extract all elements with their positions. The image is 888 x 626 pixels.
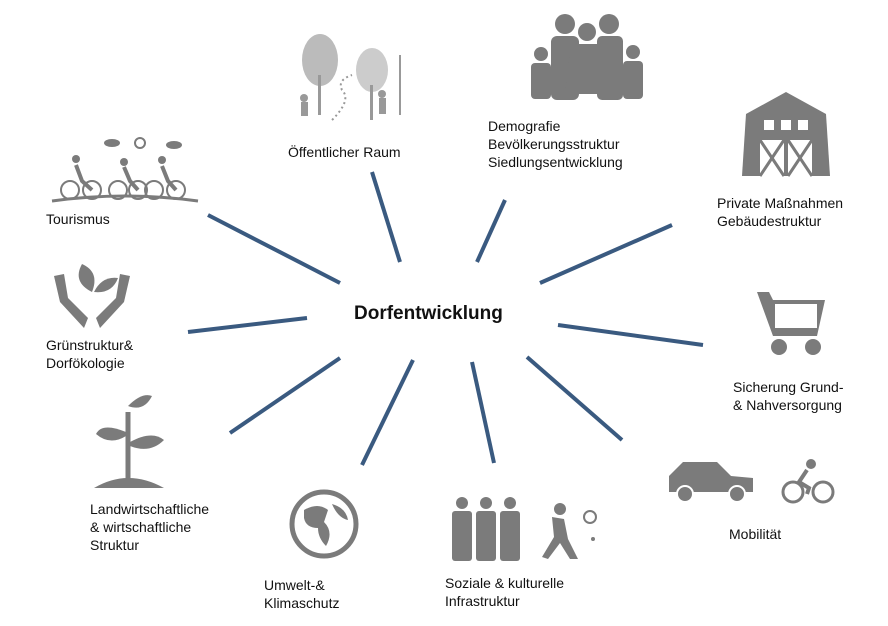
line-demografie xyxy=(475,199,507,263)
line-gruen xyxy=(187,316,308,334)
center-title: Dorfentwicklung xyxy=(354,303,503,324)
line-private xyxy=(539,223,673,285)
label-soziale: Soziale & kulturelle Infrastruktur xyxy=(445,575,565,609)
label-mobilitaet: Mobilität xyxy=(729,526,782,542)
label-landwirtschaft: Landwirtschaftliche & wirtschaftliche St… xyxy=(90,501,210,553)
label-oeffentlicher-raum: Öffentlicher Raum xyxy=(288,144,401,160)
family-icon xyxy=(531,14,643,100)
line-soziale xyxy=(470,361,496,464)
line-landwirtschaft xyxy=(228,356,342,435)
label-umwelt: Umwelt-& Klimaschutz xyxy=(264,577,340,611)
car-bike-icon xyxy=(669,459,835,504)
line-sicherung xyxy=(557,323,704,347)
cart-icon xyxy=(757,292,825,355)
label-demografie: Demografie Bevölkerungsstruktur Siedlung… xyxy=(488,118,623,170)
barn-icon xyxy=(742,92,830,177)
line-oeffentlich xyxy=(370,171,402,263)
park-icon xyxy=(300,34,401,121)
label-private-massnahmen: Private Maßnahmen Gebäudestruktur xyxy=(717,195,844,229)
globe-icon xyxy=(289,489,359,559)
cyclists-icon xyxy=(51,137,199,203)
label-tourismus: Tourismus xyxy=(46,211,110,227)
line-umwelt xyxy=(360,359,415,466)
label-gruenstruktur: Grünstruktur& Dorfökologie xyxy=(46,337,134,371)
hands-leaf-icon xyxy=(54,264,130,328)
line-tourismus xyxy=(207,213,341,285)
people-tennis-icon xyxy=(452,497,597,561)
label-sicherung: Sicherung Grund- & Nahversorgung xyxy=(733,379,844,413)
line-mobilitaet xyxy=(525,355,624,442)
plant-icon xyxy=(94,395,164,488)
